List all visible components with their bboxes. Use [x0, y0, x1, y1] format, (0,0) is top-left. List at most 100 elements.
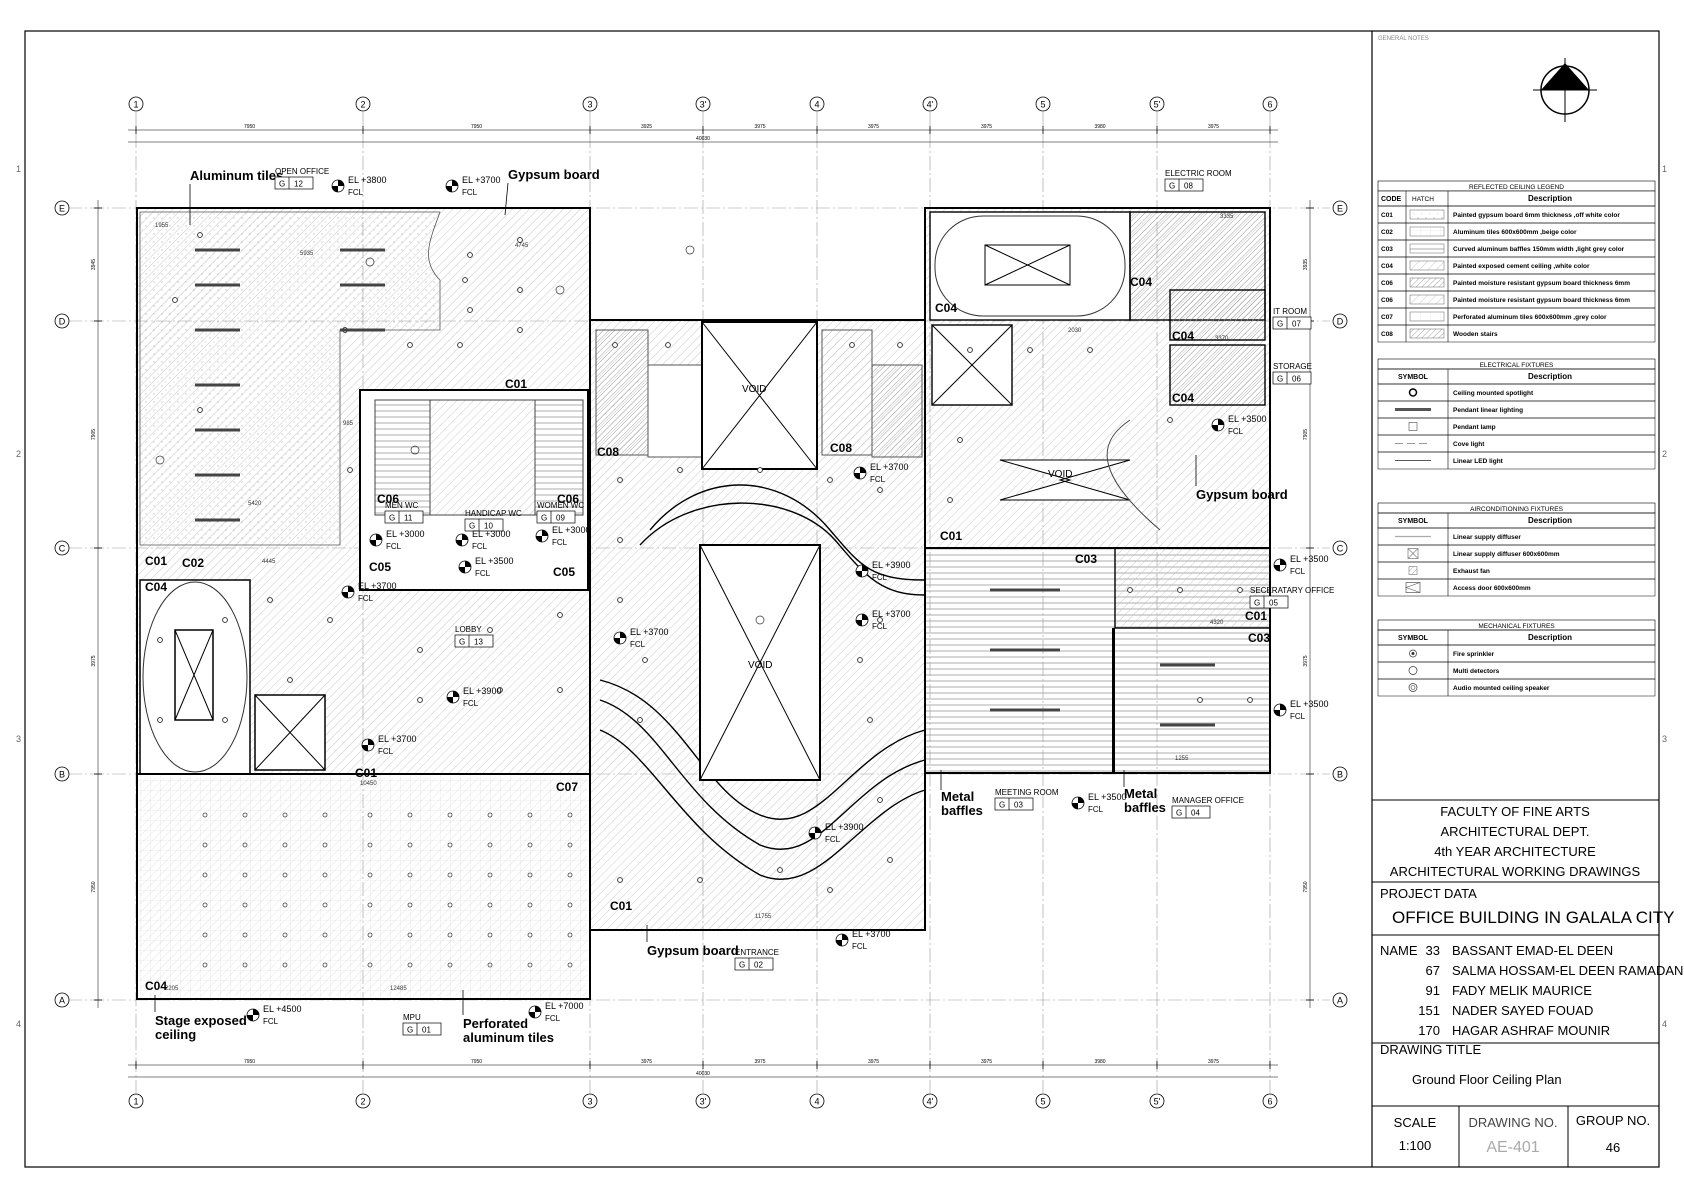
- level-value: EL +3700: [870, 462, 908, 472]
- legend-hatch-swatch: [1409, 328, 1445, 339]
- legend-row: [1377, 578, 1656, 597]
- spotlight-icon: [947, 497, 953, 503]
- spotlight-icon: [567, 902, 573, 908]
- title-block: FACULTY OF FINE ARTS ARCHITECTURAL DEPT.…: [1372, 799, 1683, 1167]
- legend-desc: Fire sprinkler: [1453, 651, 1495, 658]
- room-number: 02: [754, 961, 763, 970]
- dim-text: 3980: [1094, 124, 1105, 130]
- svg-text:C01: C01: [505, 377, 527, 391]
- spotlight-icon: [617, 537, 623, 543]
- spotlight-icon: [197, 407, 203, 413]
- legend-panel: GENERAL NOTES REFLECTED CEILING LEGENDCO…: [1377, 36, 1656, 697]
- spotlight-icon: [877, 797, 883, 803]
- svg-text:11755: 11755: [755, 914, 772, 920]
- level-fcl: FCL: [472, 542, 488, 551]
- grid-label: A: [59, 996, 65, 1006]
- svg-text:1: 1: [16, 164, 21, 174]
- svg-text:C02: C02: [182, 556, 204, 570]
- svg-text:10450: 10450: [360, 781, 377, 787]
- spotlight-icon: [557, 687, 563, 693]
- detector-icon: [410, 445, 420, 455]
- svg-text:C06: C06: [557, 492, 579, 506]
- spotlight-icon: [322, 962, 328, 968]
- spotlight-icon: [527, 842, 533, 848]
- room-name: ELECTRIC ROOM: [1165, 169, 1232, 178]
- spotlight-icon: [487, 932, 493, 938]
- spotlight-icon: [447, 812, 453, 818]
- level-value: EL +3700: [358, 581, 396, 591]
- legend-hatch-swatch: [1409, 243, 1445, 254]
- room-code: G: [279, 180, 285, 189]
- svg-text:3370: 3370: [1215, 336, 1229, 342]
- level-value: EL +3900: [825, 822, 863, 832]
- dim-text: 3975: [754, 124, 765, 130]
- svg-text:C04: C04: [935, 301, 957, 315]
- spotlight-icon: [417, 647, 423, 653]
- spotlight-icon: [447, 902, 453, 908]
- spotlight-icon: [322, 872, 328, 878]
- svg-text:3: 3: [16, 734, 21, 744]
- room-tag-box: [464, 518, 504, 532]
- room-name: MEETING ROOM: [995, 788, 1059, 797]
- void-label-north: VOID: [742, 384, 766, 395]
- legend-code: C06: [1381, 280, 1393, 287]
- svg-text:C08: C08: [597, 445, 619, 459]
- exhaust-fan-icon: [1408, 566, 1418, 575]
- school-line-2: ARCHITECTURAL DEPT.: [1440, 824, 1589, 839]
- spotlight-icon: [462, 277, 468, 283]
- level-value: EL +4500: [263, 1004, 301, 1014]
- level-target-fill: [836, 934, 848, 946]
- room-name: MEN WC: [385, 501, 419, 510]
- member-name: HAGAR ASHRAF MOUNIR: [1452, 1023, 1610, 1038]
- level-value: EL +3900: [872, 560, 910, 570]
- level-value: EL +3500: [475, 556, 513, 566]
- spotlight-icon: [322, 902, 328, 908]
- level-target-fill: [447, 691, 459, 703]
- sheet-border: [24, 30, 1660, 1168]
- svg-text:985: 985: [343, 421, 354, 427]
- name-label: NAME: [1380, 943, 1418, 958]
- spotlight-icon: [487, 812, 493, 818]
- detector-icon: [755, 615, 765, 625]
- spotlight-icon: [567, 872, 573, 878]
- grid-label: B: [1337, 770, 1343, 780]
- legend-desc: Audio mounted ceiling speaker: [1453, 685, 1550, 692]
- spotlight-icon: [447, 962, 453, 968]
- room-tag-box: [536, 510, 576, 524]
- access-door-mark: [1405, 582, 1421, 593]
- legend-hatch-swatch: [1409, 260, 1445, 271]
- light-fixtures: [155, 232, 1253, 968]
- svg-text:baffles: baffles: [1124, 800, 1166, 815]
- spotlight-icon: [322, 932, 328, 938]
- spotlight-icon: [242, 902, 248, 908]
- spotlight-icon: [1177, 587, 1183, 593]
- spotlight-icon: [527, 962, 533, 968]
- inner-dimensions: 1955 5935 4745 4445 2030 3335 3370 5420 …: [155, 214, 1234, 992]
- spotlight-icon: [1197, 697, 1203, 703]
- level-fcl: FCL: [630, 640, 646, 649]
- spotlight-icon: [367, 932, 373, 938]
- spotlight-icon: [527, 872, 533, 878]
- spotlight-icon: [487, 872, 493, 878]
- room-code: G: [739, 961, 745, 970]
- grid-bubble: [54, 766, 70, 782]
- legend-desc: Painted moisture resistant gypsum board …: [1453, 280, 1630, 287]
- legend-desc: Multi detectors: [1453, 668, 1500, 675]
- legend-desc: Curved aluminum baffles 150mm width ,lig…: [1453, 246, 1625, 253]
- drawing-no-value: AE-401: [1486, 1139, 1539, 1156]
- grid-label: 1: [133, 100, 138, 110]
- spotlight-icon: [242, 932, 248, 938]
- legend-desc: Linear supply diffuser: [1453, 534, 1521, 541]
- grid-label: D: [59, 317, 66, 327]
- dim-text: 7950: [471, 1059, 482, 1065]
- spotlight-icon: [487, 902, 493, 908]
- spotlight-icon: [857, 657, 863, 663]
- void-label-east: VOID: [1048, 469, 1072, 480]
